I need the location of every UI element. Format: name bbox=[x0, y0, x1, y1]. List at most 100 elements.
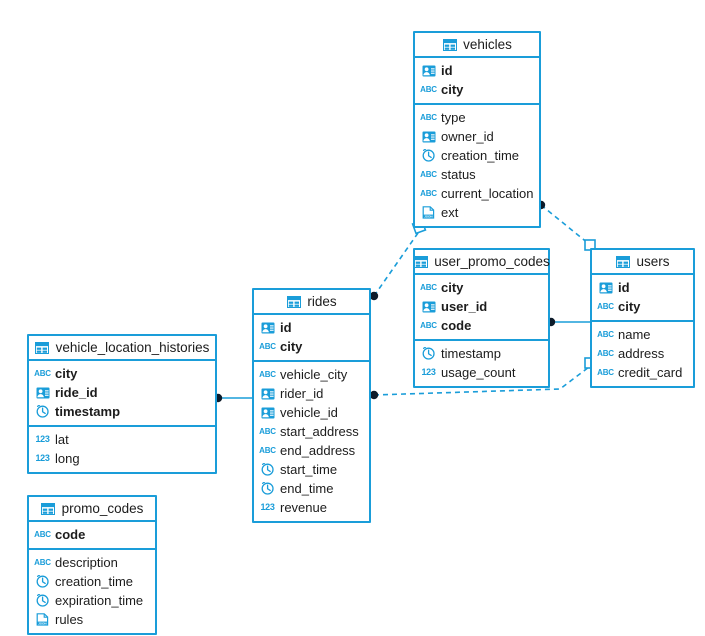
clock-icon bbox=[260, 482, 275, 496]
table-name: users bbox=[636, 253, 670, 269]
relationship-vehicle-location-histories-rides[interactable] bbox=[213, 393, 252, 403]
table-header[interactable]: promo_codes bbox=[29, 497, 155, 522]
key-id-icon bbox=[421, 64, 436, 78]
column-row[interactable]: ride_id bbox=[29, 383, 215, 402]
abc-text-icon: ABC bbox=[34, 557, 51, 567]
column-row[interactable]: start_time bbox=[254, 460, 369, 479]
column-name: id bbox=[441, 63, 453, 78]
table-header[interactable]: vehicle_location_histories bbox=[29, 336, 215, 361]
column-row[interactable]: ABC code bbox=[415, 316, 548, 335]
relationship-vehicles-users[interactable] bbox=[536, 200, 596, 251]
key-id-icon bbox=[260, 321, 275, 335]
abc-text-icon: ABC bbox=[420, 320, 437, 330]
column-row[interactable]: timestamp bbox=[415, 344, 548, 363]
abc-text-icon: ABC bbox=[34, 529, 51, 539]
column-name: name bbox=[618, 327, 651, 342]
column-row[interactable]: vehicle_id bbox=[254, 403, 369, 422]
abc-text-icon: ABC bbox=[259, 341, 276, 351]
column-row[interactable]: ABC city bbox=[415, 80, 539, 99]
number-icon: 123 bbox=[260, 502, 275, 512]
column-name: city bbox=[441, 280, 464, 295]
clock-icon bbox=[35, 575, 50, 589]
abc-text-icon: ABC bbox=[34, 368, 51, 378]
column-row[interactable]: creation_time bbox=[29, 572, 155, 591]
column-name: vehicle_id bbox=[280, 405, 338, 420]
table-header[interactable]: rides bbox=[254, 290, 369, 315]
abc-text-icon: ABC bbox=[597, 329, 614, 339]
abc-text-icon: ABC bbox=[420, 84, 437, 94]
table-name: promo_codes bbox=[61, 500, 144, 516]
column-row[interactable]: id bbox=[592, 278, 693, 297]
relationship-user-promo-codes-users[interactable] bbox=[546, 317, 590, 327]
key-id-icon bbox=[421, 130, 436, 144]
clock-icon bbox=[421, 347, 436, 361]
column-name: city bbox=[441, 82, 464, 97]
column-name: long bbox=[55, 451, 80, 466]
column-name: city bbox=[55, 366, 78, 381]
abc-text-icon: ABC bbox=[259, 369, 276, 379]
table-header[interactable]: users bbox=[592, 250, 693, 275]
column-name: rider_id bbox=[280, 386, 324, 401]
column-row[interactable]: user_id bbox=[415, 297, 548, 316]
table-icon bbox=[615, 255, 630, 269]
column-name: city bbox=[618, 299, 641, 314]
column-row[interactable]: rider_id bbox=[254, 384, 369, 403]
column-name: credit_card bbox=[618, 365, 683, 380]
table-header[interactable]: user_promo_codes bbox=[413, 250, 550, 275]
column-row[interactable]: creation_time bbox=[415, 146, 539, 165]
column-row[interactable]: 123 long bbox=[29, 449, 215, 468]
table-name: vehicle_location_histories bbox=[55, 339, 210, 355]
column-row[interactable]: timestamp bbox=[29, 402, 215, 421]
table-header[interactable]: vehicles bbox=[415, 33, 539, 58]
column-row[interactable]: expiration_time bbox=[29, 591, 155, 610]
column-row[interactable]: ABC credit_card bbox=[592, 363, 693, 382]
table-name: user_promo_codes bbox=[434, 253, 550, 269]
abc-text-icon: ABC bbox=[597, 367, 614, 377]
json-icon: JSON bbox=[421, 206, 436, 220]
column-row[interactable]: end_time bbox=[254, 479, 369, 498]
column-name: timestamp bbox=[441, 346, 501, 361]
column-name: end_time bbox=[280, 481, 334, 496]
table-icon bbox=[286, 295, 301, 309]
table-icon bbox=[41, 502, 56, 516]
column-row[interactable]: id bbox=[415, 61, 539, 80]
column-row[interactable]: owner_id bbox=[415, 127, 539, 146]
key-id-icon bbox=[598, 281, 613, 295]
number-icon: 123 bbox=[35, 453, 50, 463]
column-name: owner_id bbox=[441, 129, 494, 144]
clock-icon bbox=[35, 594, 50, 608]
column-row[interactable]: id bbox=[254, 318, 369, 337]
column-row[interactable]: ABC name bbox=[592, 325, 693, 344]
column-name: user_id bbox=[441, 299, 488, 314]
column-row[interactable]: ABC city bbox=[29, 364, 215, 383]
column-name: code bbox=[441, 318, 472, 333]
column-name: timestamp bbox=[55, 404, 121, 419]
